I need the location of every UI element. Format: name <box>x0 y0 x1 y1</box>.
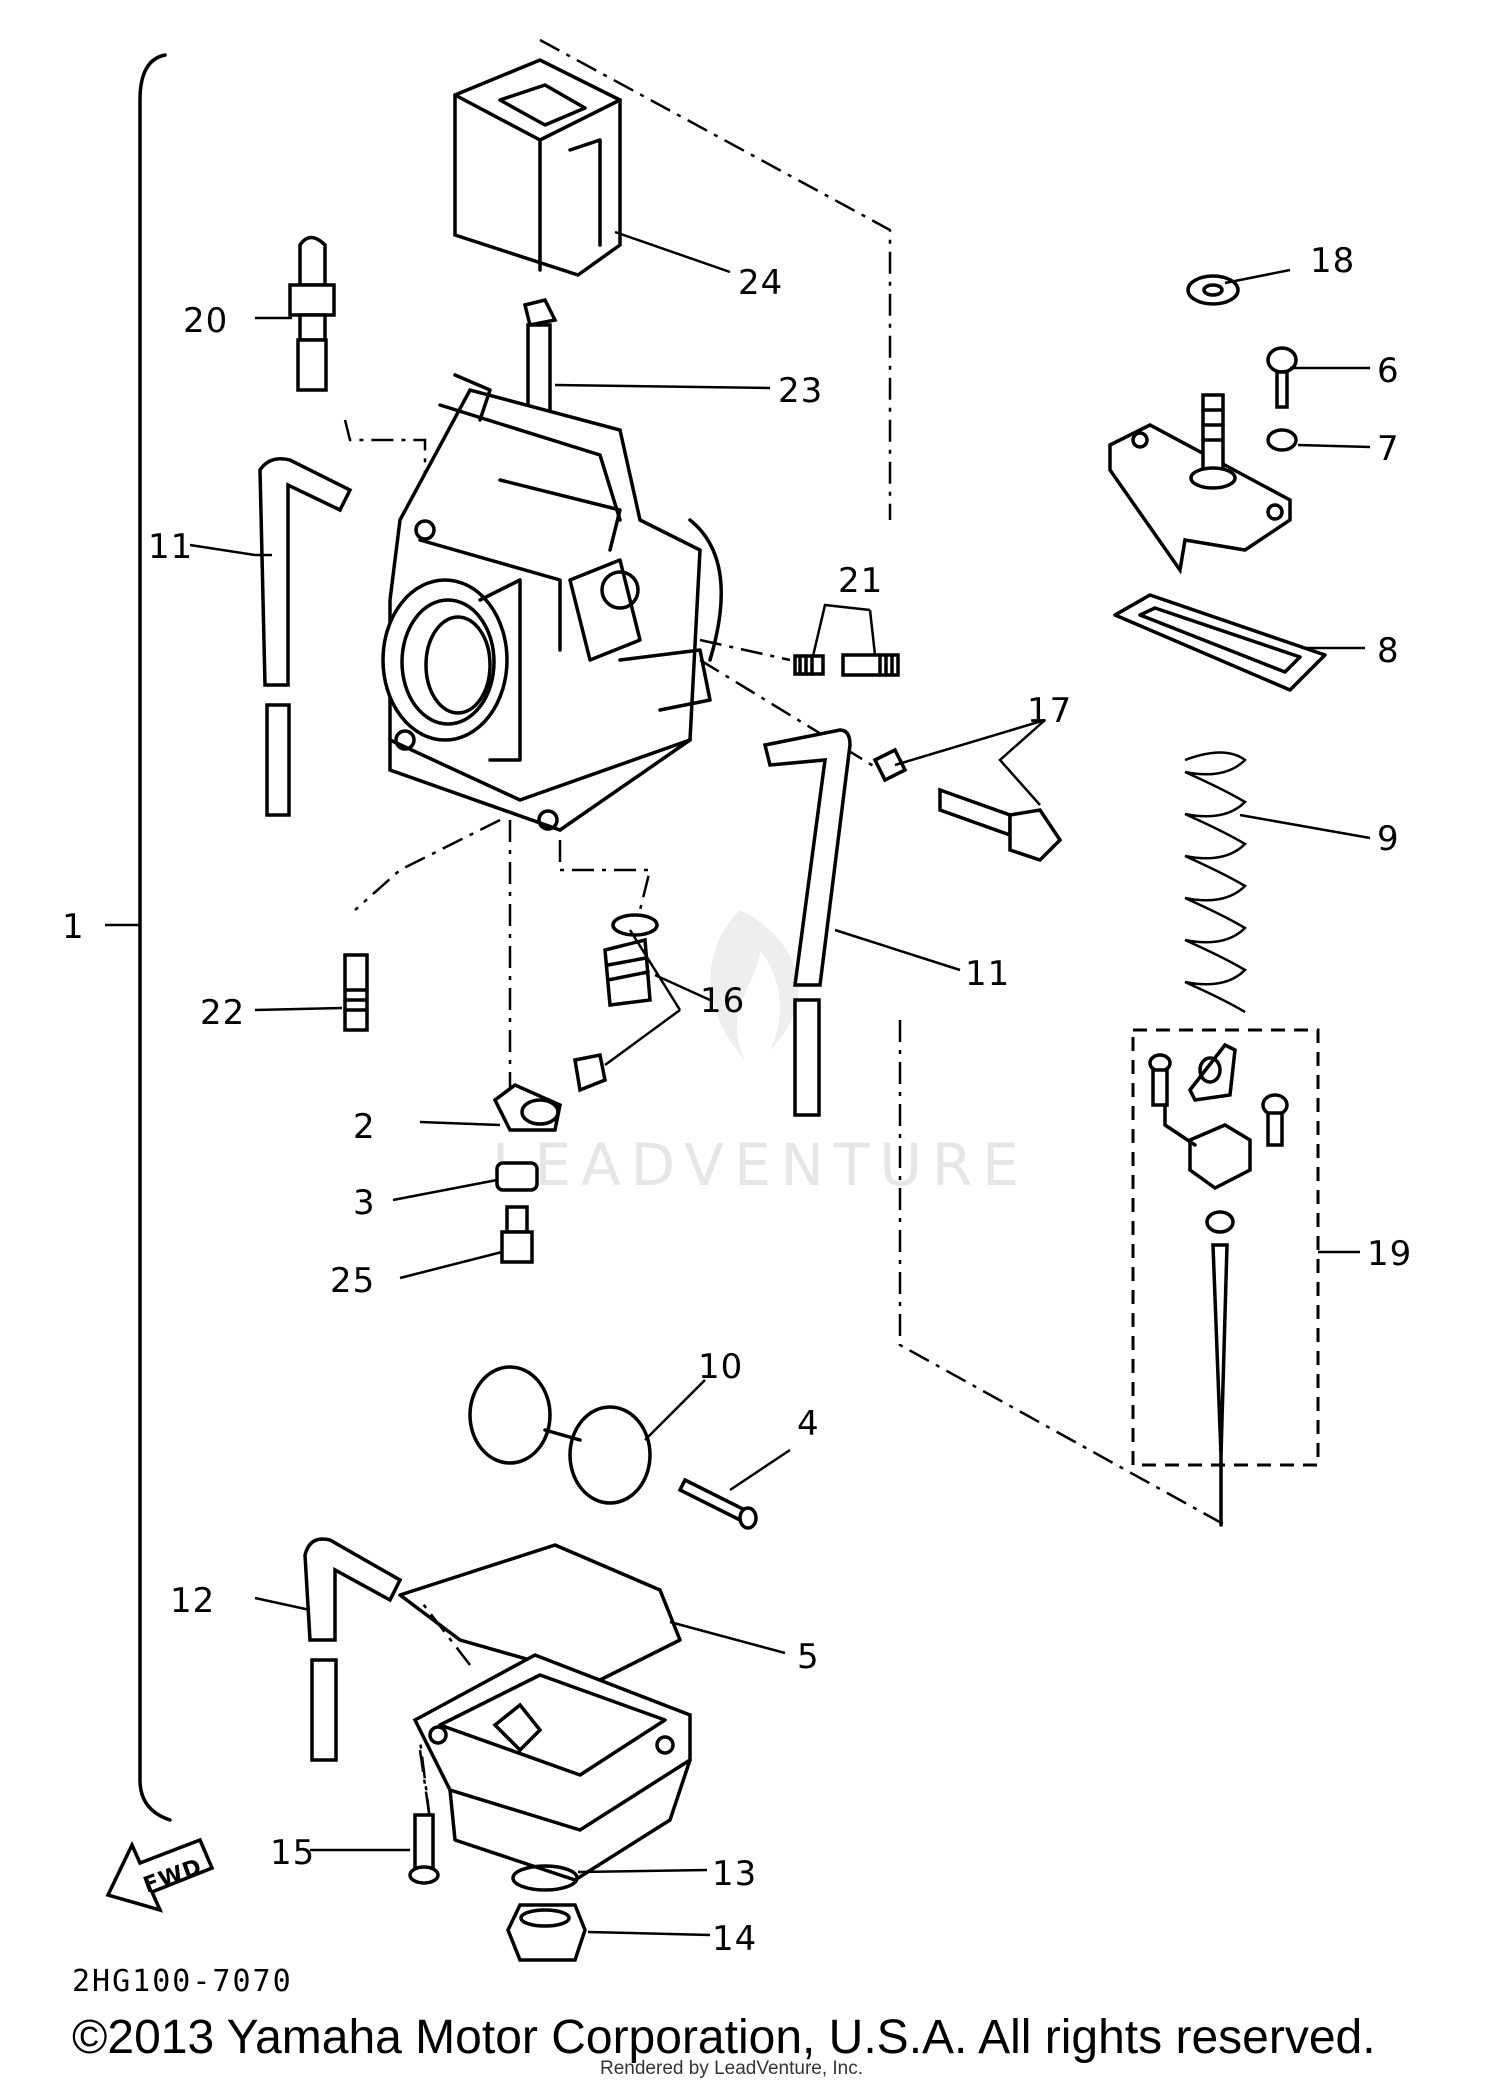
watermark-text: LEADVENTURE <box>492 1131 1029 1199</box>
carburetor-body <box>381 373 723 832</box>
leader-lines <box>105 230 1371 1937</box>
fwd-arrow-icon: FWD <box>105 1837 215 1913</box>
callout-18: 18 <box>1310 241 1355 281</box>
callout-5: 5 <box>797 1637 820 1677</box>
callout-11-right: 11 <box>965 954 1010 994</box>
callout-6: 6 <box>1377 351 1400 391</box>
callout-4: 4 <box>797 1404 820 1444</box>
callout-13: 13 <box>712 1854 757 1894</box>
part-13-o-ring <box>511 1864 579 1892</box>
callout-22: 22 <box>200 993 245 1033</box>
part-8-cap-gasket <box>1113 593 1327 692</box>
assembly-guide-lines <box>343 38 1226 1821</box>
part-20-starter-plunger <box>288 235 336 392</box>
part-7-washer <box>1266 428 1298 452</box>
callout-12: 12 <box>170 1581 215 1621</box>
callout-2: 2 <box>353 1107 376 1147</box>
part-19-group-box <box>1131 1028 1320 1467</box>
callout-23: 23 <box>778 371 823 411</box>
diagram-code: 2HG100-7070 <box>72 1964 293 1999</box>
copyright-notice: ©2013 Yamaha Motor Corporation, U.S.A. A… <box>72 2011 1376 2064</box>
part-15-screw <box>408 1813 440 1885</box>
part-12-drain-hose <box>303 1537 403 1762</box>
callout-21: 21 <box>838 561 883 601</box>
part-11-vent-hose-left <box>258 457 353 817</box>
callout-17: 17 <box>1027 691 1072 731</box>
float-chamber <box>412 1653 692 1882</box>
part-9-throttle-spring <box>1184 751 1248 1014</box>
part-4-float-pin <box>677 1477 758 1530</box>
part-16-needle-valve <box>572 913 659 1093</box>
callout-3: 3 <box>353 1183 376 1223</box>
part-14-drain-plug <box>506 1903 587 1962</box>
part-11-vent-hose-right <box>762 728 852 1117</box>
part-24-top-cap <box>453 58 622 277</box>
part-18-nut <box>1186 274 1240 306</box>
throttle-valve-cap <box>1108 393 1292 575</box>
part-17-throttle-stop-screw <box>872 747 1063 863</box>
callout-labels: 1 2 3 4 5 6 7 8 9 10 11 11 12 13 14 15 1… <box>62 241 1412 1959</box>
callout-9: 9 <box>1377 819 1400 859</box>
callout-24: 24 <box>738 263 783 303</box>
callout-1: 1 <box>62 907 85 947</box>
watermark: LEADVENTURE <box>492 910 1029 1199</box>
callout-15: 15 <box>270 1833 315 1873</box>
callout-14: 14 <box>712 1919 757 1959</box>
part-5-float-chamber-gasket <box>398 1543 682 1682</box>
part-2-plate <box>492 1082 562 1132</box>
callout-20: 20 <box>183 301 228 341</box>
callout-11-left: 11 <box>148 527 193 567</box>
rendered-by-credit: Rendered by LeadVenture, Inc. <box>600 2058 864 2079</box>
callout-8: 8 <box>1377 631 1400 671</box>
part-21-jets <box>793 653 900 677</box>
callout-7: 7 <box>1377 429 1400 469</box>
callout-25: 25 <box>330 1261 375 1301</box>
part-19-jet-needle-assembly <box>1148 1042 1289 1527</box>
part-3-washer <box>495 1161 539 1192</box>
callout-19: 19 <box>1367 1234 1412 1274</box>
callout-16: 16 <box>700 981 745 1021</box>
part-6-screw <box>1266 346 1298 409</box>
part-22-pilot-jet <box>343 953 369 1032</box>
assembly-bracket <box>138 53 172 1822</box>
part-10-float <box>468 1365 652 1505</box>
callout-10: 10 <box>698 1347 743 1387</box>
part-25-main-jet <box>500 1205 534 1264</box>
